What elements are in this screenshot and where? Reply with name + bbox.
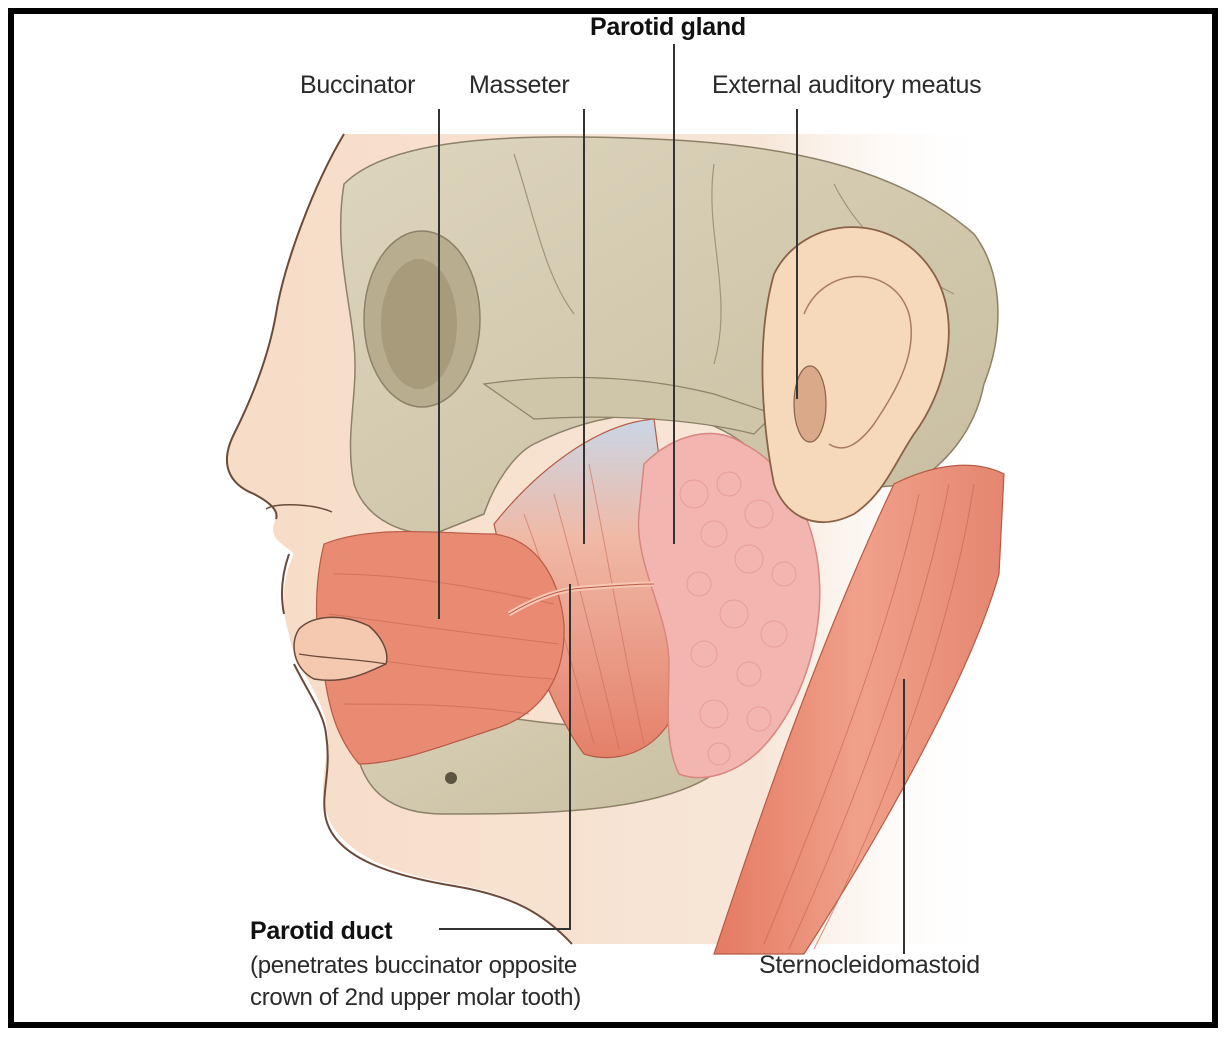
label-external-auditory-meatus: External auditory meatus	[712, 70, 981, 100]
orbit-depth	[381, 259, 457, 389]
label-parotid-gland: Parotid gland	[590, 12, 746, 42]
label-sternocleidomastoid: Sternocleidomastoid	[759, 950, 980, 980]
label-parotid-duct-note-line1: (penetrates buccinator opposite	[250, 950, 577, 982]
label-parotid-duct-note-line2: crown of 2nd upper molar tooth)	[250, 982, 581, 1014]
mental-foramen	[445, 772, 457, 784]
diagram-frame: Parotid gland Buccinator Masseter Extern…	[8, 8, 1218, 1028]
label-buccinator: Buccinator	[300, 70, 415, 100]
label-parotid-duct: Parotid duct	[250, 916, 392, 946]
anatomy-illustration	[14, 14, 1212, 1022]
meatus-opening	[794, 366, 826, 442]
label-masseter: Masseter	[469, 70, 569, 100]
